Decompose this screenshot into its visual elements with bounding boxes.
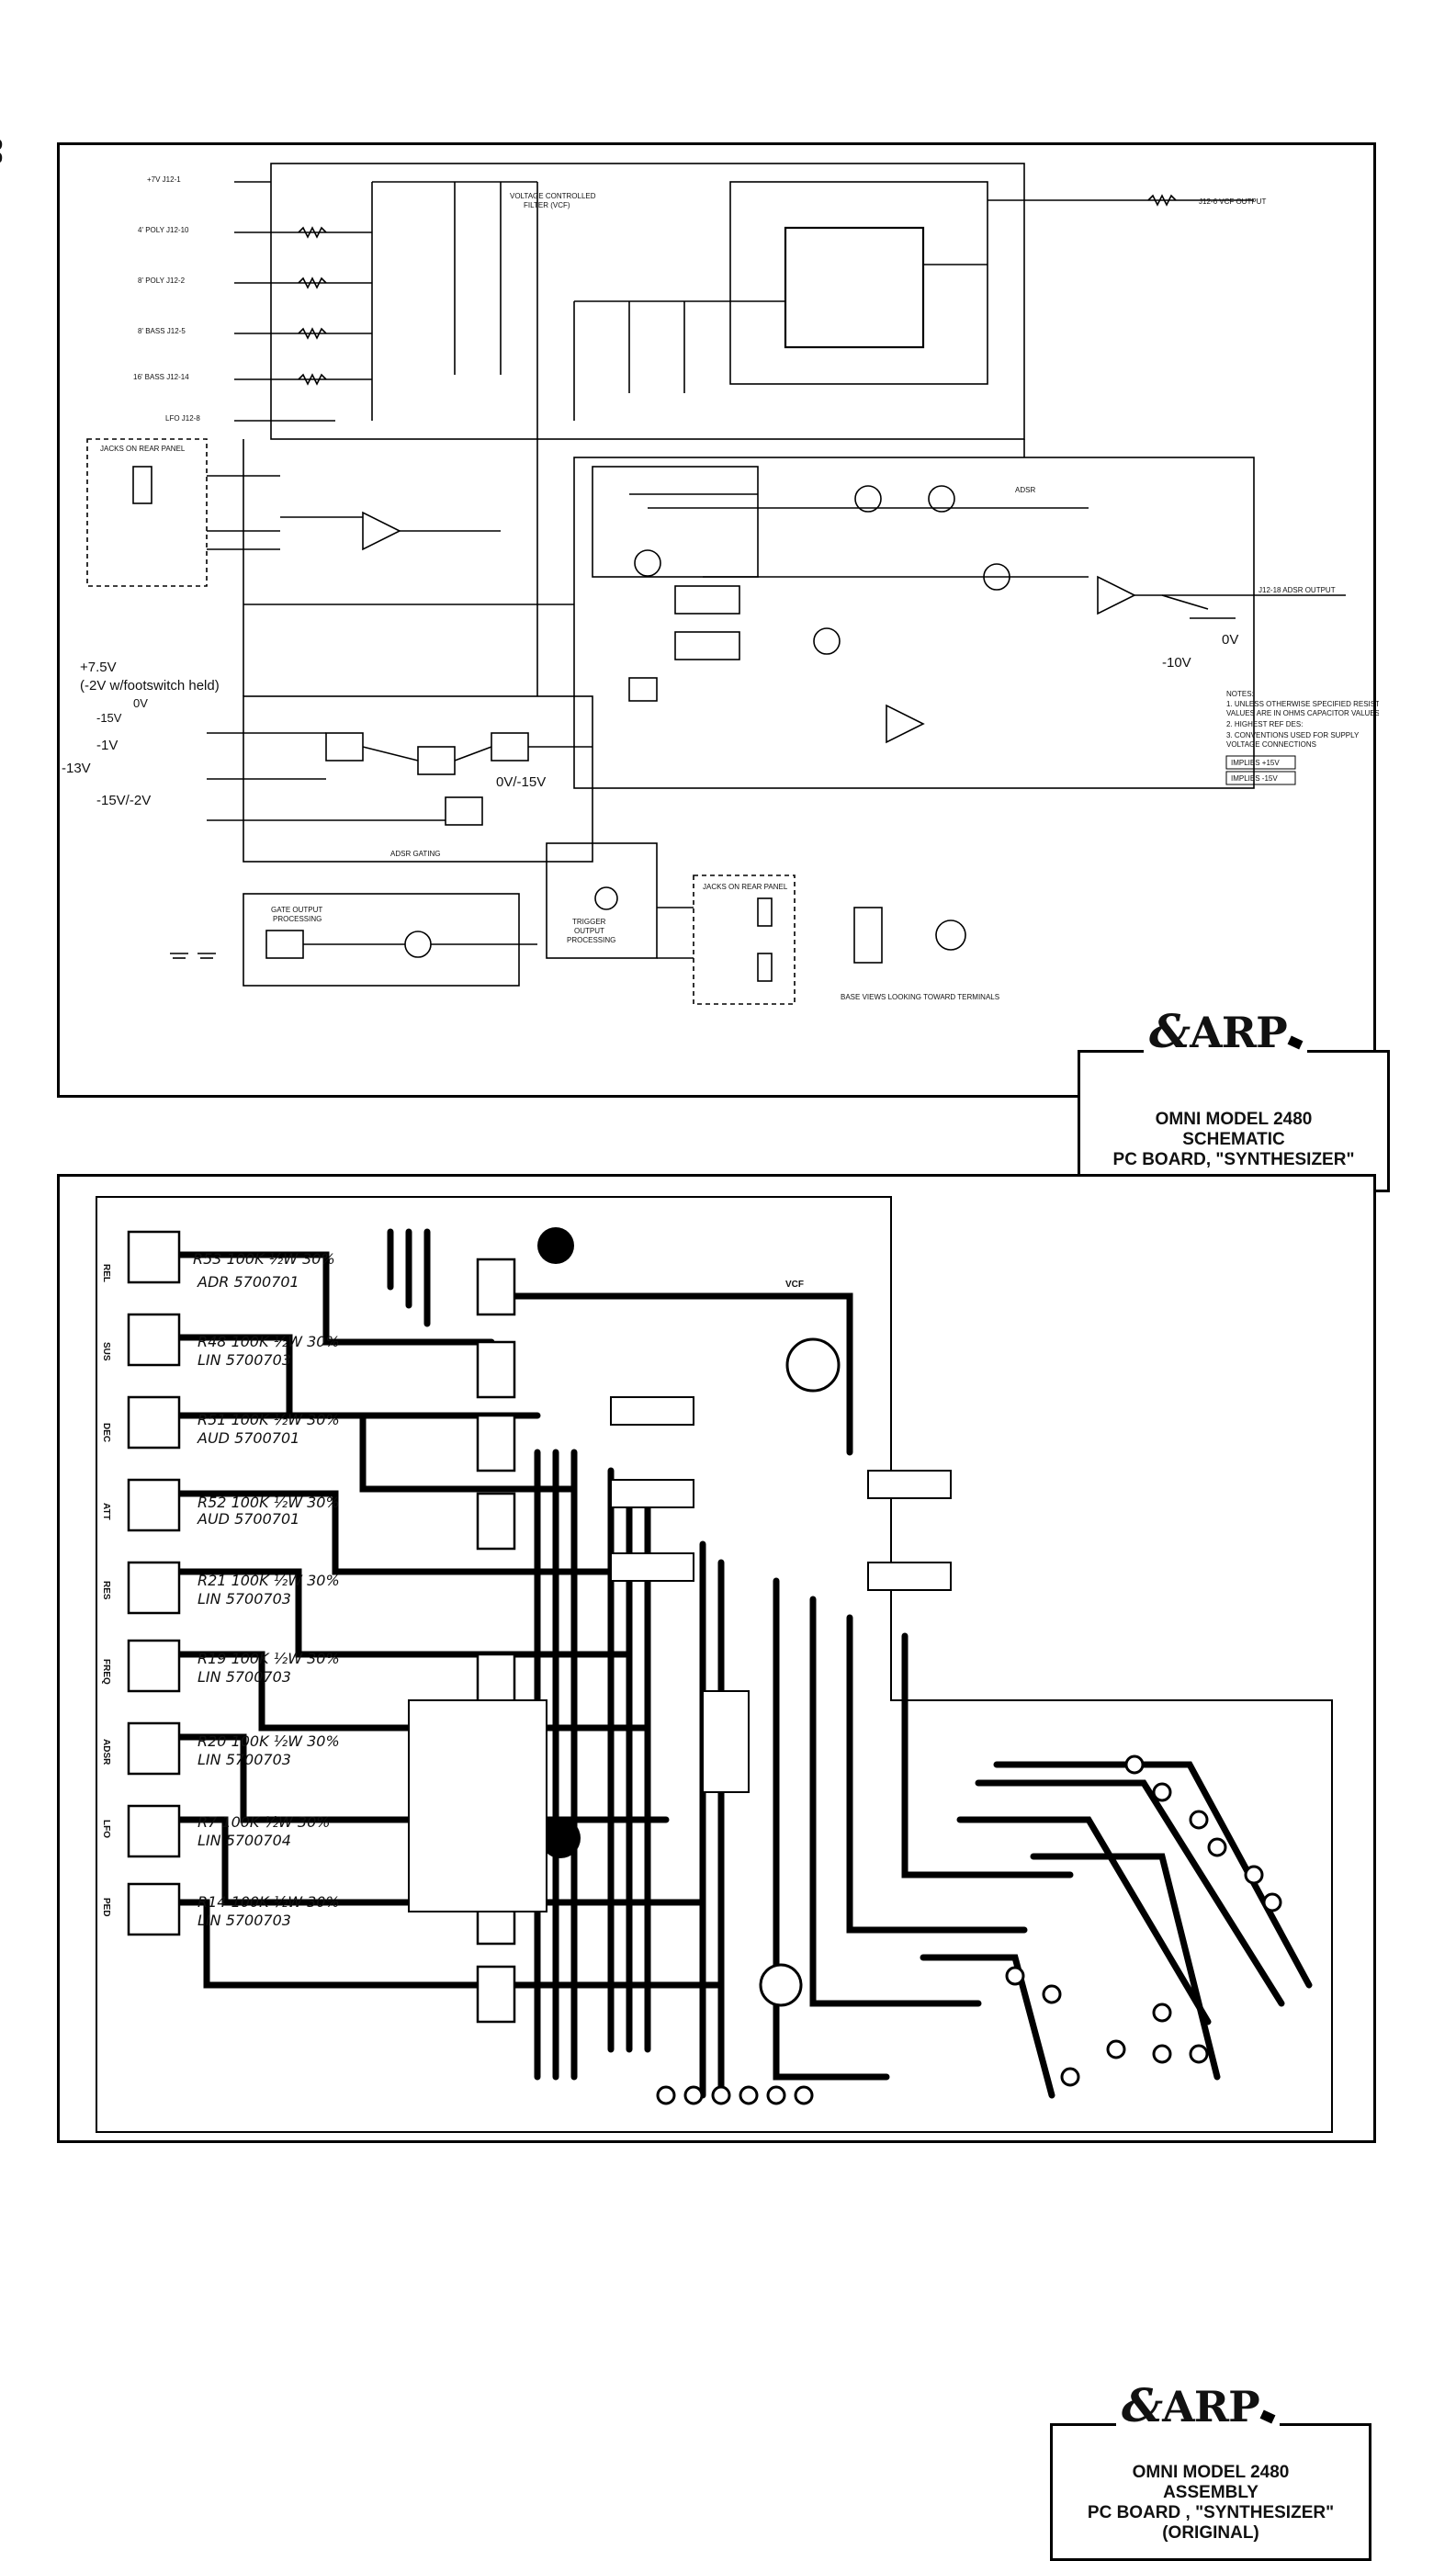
svg-text:R7 100K ½W 30%: R7 100K ½W 30%	[198, 1813, 330, 1831]
svg-text:ADSR GATING: ADSR GATING	[390, 850, 441, 858]
svg-text:IMPLIES -15V: IMPLIES -15V	[1231, 774, 1278, 783]
svg-text:LIN 5700703: LIN 5700703	[198, 1668, 291, 1686]
svg-text:R14 100K ½W 30%: R14 100K ½W 30%	[198, 1893, 340, 1911]
voltage-label: -10V	[1162, 655, 1191, 671]
logo-text: ARP	[1162, 2382, 1260, 2431]
svg-text:PROCESSING: PROCESSING	[567, 936, 615, 944]
schematic-panel: VOLTAGE CONTROLLED FILTER (VCF) ADSR ADS…	[57, 142, 1390, 1192]
schematic-drawing: VOLTAGE CONTROLLED FILTER (VCF) ADSR ADS…	[86, 163, 1379, 1005]
title-line: ASSEMBLY	[1163, 2482, 1258, 2502]
svg-text:JACKS ON REAR PANEL: JACKS ON REAR PANEL	[100, 445, 186, 453]
plug-icon	[1259, 2409, 1276, 2424]
svg-text:PED: PED	[101, 1898, 111, 1917]
svg-text:IMPLIES +15V: IMPLIES +15V	[1231, 759, 1280, 767]
schematic-title-block: OMNI MODEL 2480 SCHEMATIC PC BOARD, "SYN…	[1078, 1050, 1390, 1192]
svg-text:J12-6 VCF OUTPUT: J12-6 VCF OUTPUT	[1199, 197, 1266, 206]
title-line: PC BOARD, "SYNTHESIZER"	[1112, 1149, 1355, 1169]
svg-text:+7V J12-1: +7V J12-1	[147, 175, 181, 184]
svg-text:BASE VIEWS LOOKING TOWARD TERM: BASE VIEWS LOOKING TOWARD TERMINALS	[841, 993, 999, 1001]
plug-icon	[1287, 1035, 1304, 1050]
voltage-label: -13V	[62, 761, 91, 776]
logo-text: ARP	[1190, 1008, 1288, 1057]
svg-text:J12-18 ADSR OUTPUT: J12-18 ADSR OUTPUT	[1258, 586, 1336, 594]
voltage-label: 0V	[133, 696, 148, 710]
svg-text:LIN 5700704: LIN 5700704	[198, 1832, 291, 1849]
voltage-label: -1V	[96, 738, 119, 753]
svg-text:OUTPUT: OUTPUT	[574, 927, 604, 935]
svg-text:R53 100K ½W 30%: R53 100K ½W 30%	[193, 1250, 335, 1268]
title-line: (ORIGINAL)	[1162, 2522, 1259, 2543]
svg-text:JACKS ON REAR PANEL: JACKS ON REAR PANEL	[703, 883, 788, 891]
svg-text:GATE OUTPUT: GATE OUTPUT	[271, 906, 322, 914]
svg-text:LIN 5700703: LIN 5700703	[198, 1351, 291, 1369]
svg-text:8' POLY J12-2: 8' POLY J12-2	[138, 276, 186, 285]
svg-text:RES: RES	[101, 1581, 111, 1600]
svg-text:LFO J12-8: LFO J12-8	[165, 414, 200, 423]
title-line: OMNI MODEL 2480	[1132, 2463, 1290, 2482]
voltage-label: (-2V w/footswitch held)	[80, 678, 220, 694]
svg-text:VOLTAGE CONTROLLED: VOLTAGE CONTROLLED	[510, 192, 596, 200]
svg-text:2. HIGHEST REF DES:: 2. HIGHEST REF DES:	[1226, 720, 1303, 728]
svg-text:LIN 5700703: LIN 5700703	[198, 1590, 291, 1608]
svg-text:4' POLY J12-10: 4' POLY J12-10	[138, 226, 189, 234]
svg-text:VCF: VCF	[785, 1280, 804, 1290]
pcb-drawing: R53 100K ½W 30% ADR 5700701 R48 100K ½W …	[96, 1196, 1333, 2133]
svg-text:R20 100K ½W 30%: R20 100K ½W 30%	[198, 1732, 340, 1750]
page-number: 28	[0, 138, 7, 164]
voltage-label: -15V/-2V	[96, 793, 152, 808]
svg-text:ADSR: ADSR	[1015, 486, 1035, 494]
svg-text:LFO: LFO	[101, 1820, 111, 1838]
title-line: OMNI MODEL 2480	[1155, 1110, 1313, 1129]
voltage-label: 0V	[1222, 632, 1239, 648]
svg-text:FILTER (VCF): FILTER (VCF)	[524, 201, 570, 209]
svg-text:ATT: ATT	[101, 1503, 111, 1520]
arp-logo: &ARP	[1144, 1004, 1307, 1058]
voltage-label: +7.5V	[80, 660, 117, 675]
svg-text:SUS: SUS	[101, 1342, 111, 1361]
svg-text:VOLTAGE CONNECTIONS: VOLTAGE CONNECTIONS	[1226, 740, 1316, 749]
svg-text:R48 100K ½W 30%: R48 100K ½W 30%	[198, 1333, 340, 1350]
svg-text:AUD 5700701: AUD 5700701	[197, 1429, 299, 1447]
svg-text:REL: REL	[101, 1264, 111, 1282]
svg-text:1. UNLESS OTHERWISE SPECIFIED: 1. UNLESS OTHERWISE SPECIFIED RESISTOR	[1226, 700, 1379, 708]
voltage-label: -15V	[96, 711, 122, 725]
svg-text:AUD 5700701: AUD 5700701	[197, 1510, 299, 1528]
svg-text:8' BASS J12-5: 8' BASS J12-5	[138, 327, 186, 335]
svg-text:FREQ: FREQ	[101, 1659, 111, 1685]
svg-text:16' BASS J12-14: 16' BASS J12-14	[133, 373, 189, 381]
svg-text:R52 100K ½W 30%: R52 100K ½W 30%	[198, 1494, 340, 1511]
voltage-label: 0V/-15V	[496, 774, 547, 790]
assembly-title-block: OMNI MODEL 2480 ASSEMBLY PC BOARD , "SYN…	[1050, 2423, 1371, 2561]
svg-text:NOTES:: NOTES:	[1226, 690, 1254, 698]
svg-text:ADSR: ADSR	[101, 1739, 111, 1766]
svg-text:3. CONVENTIONS USED FOR SUPPLY: 3. CONVENTIONS USED FOR SUPPLY	[1226, 731, 1360, 739]
svg-text:DEC: DEC	[101, 1423, 111, 1442]
title-line: SCHEMATIC	[1182, 1129, 1285, 1149]
svg-text:LIN 5700703: LIN 5700703	[198, 1912, 291, 1929]
svg-text:R51 100K ½W 30%: R51 100K ½W 30%	[198, 1411, 340, 1428]
title-line: PC BOARD , "SYNTHESIZER"	[1087, 2502, 1335, 2522]
svg-text:R19 100K ½W 30%: R19 100K ½W 30%	[198, 1650, 340, 1667]
svg-text:VALUES ARE IN OHMS CAPACITOR V: VALUES ARE IN OHMS CAPACITOR VALUES ARE …	[1226, 709, 1379, 717]
svg-text:R21 100K ½W 30%: R21 100K ½W 30%	[198, 1572, 340, 1589]
arp-logo: &ARP	[1116, 2378, 1280, 2432]
svg-text:LIN 5700703: LIN 5700703	[198, 1751, 291, 1768]
svg-text:ADR 5700701: ADR 5700701	[197, 1273, 299, 1291]
svg-text:TRIGGER: TRIGGER	[572, 918, 606, 926]
document-page: 28	[0, 138, 1390, 2561]
svg-text:PROCESSING: PROCESSING	[273, 915, 322, 923]
assembly-panel: R53 100K ½W 30% ADR 5700701 R48 100K ½W …	[57, 1174, 1376, 2561]
